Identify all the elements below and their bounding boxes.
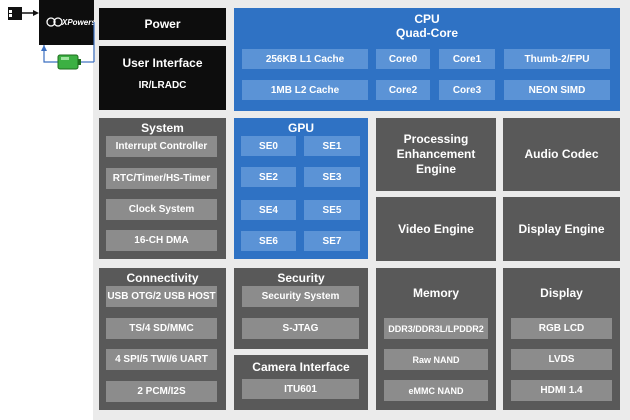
power-chip-graphic: XPowers [8, 0, 95, 70]
cpu-block: CPU Quad-Core 256KB L1 Cache Core0 Core1… [234, 8, 620, 111]
gpu-block: GPU SE0 SE1 SE2 SE3 SE4 SE5 SE6 SE7 [234, 118, 368, 259]
connectivity-block: Connectivity USB OTG/2 USB HOST TS/4 SD/… [99, 268, 226, 410]
gpu-title: GPU [287, 121, 314, 135]
user-interface-subtitle: IR/LRADC [138, 80, 187, 91]
cpu-core1: Core1 [439, 49, 495, 69]
plug-icon [8, 7, 39, 20]
cpu-subtitle: Quad-Core [395, 26, 458, 40]
display-title: Display [540, 286, 583, 300]
memory-item: DDR3/DDR3L/LPDDR2 [384, 318, 488, 339]
security-item: S-JTAG [242, 318, 359, 339]
gpu-se4: SE4 [241, 200, 296, 220]
xpowers-logo: XPowers [46, 17, 95, 27]
cpu-thumb2-fpu: Thumb-2/FPU [504, 49, 610, 69]
memory-item: Raw NAND [384, 349, 488, 370]
security-item: Security System [242, 286, 359, 307]
display-item: RGB LCD [511, 318, 612, 339]
display-engine-title: Display Engine [518, 221, 605, 236]
gpu-se5: SE5 [304, 200, 360, 220]
system-item: 16-CH DMA [106, 230, 217, 251]
user-interface-block: User Interface IR/LRADC [99, 46, 226, 110]
memory-block: Memory DDR3/DDR3L/LPDDR2 Raw NAND eMMC N… [376, 268, 496, 410]
camera-interface-title: Camera Interface [252, 360, 350, 374]
security-block: Security Security System S-JTAG [234, 268, 368, 349]
system-item: RTC/Timer/HS-Timer [106, 168, 217, 189]
audio-codec-block: Audio Codec [503, 118, 620, 191]
connectivity-item: USB OTG/2 USB HOST [106, 286, 217, 307]
connectivity-title: Connectivity [126, 271, 199, 285]
cpu-core2: Core2 [376, 80, 430, 100]
power-block: Power [99, 8, 226, 40]
display-item: LVDS [511, 349, 612, 370]
security-title: Security [277, 271, 325, 285]
display-item: HDMI 1.4 [511, 380, 612, 401]
connectivity-item: 4 SPI/5 TWI/6 UART [106, 349, 217, 370]
system-item: Clock System [106, 199, 217, 220]
memory-title: Memory [412, 286, 459, 300]
power-title: Power [144, 16, 181, 31]
processing-engine-block: Processing Enhancement Engine [376, 118, 496, 191]
cpu-l2-cache: 1MB L2 Cache [242, 80, 368, 100]
gpu-se2: SE2 [241, 167, 296, 187]
system-item: Interrupt Controller [106, 136, 217, 157]
system-block: System Interrupt Controller RTC/Timer/HS… [99, 118, 226, 259]
cpu-core0: Core0 [376, 49, 430, 69]
gpu-se0: SE0 [241, 136, 296, 156]
cpu-neon-simd: NEON SIMD [504, 80, 610, 100]
user-interface-title: User Interface [122, 56, 203, 70]
connectivity-item: TS/4 SD/MMC [106, 318, 217, 339]
gpu-se1: SE1 [304, 136, 360, 156]
display-engine-block: Display Engine [503, 197, 620, 261]
gpu-se3: SE3 [304, 167, 360, 187]
pmic-chip [39, 0, 94, 45]
cpu-l1-cache: 256KB L1 Cache [242, 49, 368, 69]
video-engine-block: Video Engine [376, 197, 496, 261]
camera-interface-block: Camera Interface ITU601 [234, 355, 368, 410]
memory-item: eMMC NAND [384, 380, 488, 401]
cpu-title: CPU [414, 12, 440, 26]
camera-item: ITU601 [242, 379, 359, 399]
cpu-core3: Core3 [439, 80, 495, 100]
processing-engine-title: Processing Enhancement Engine [396, 132, 476, 176]
battery-icon [57, 54, 81, 70]
audio-codec-title: Audio Codec [524, 147, 599, 161]
gpu-se6: SE6 [241, 231, 296, 251]
gpu-se7: SE7 [304, 231, 360, 251]
display-block: Display RGB LCD LVDS HDMI 1.4 [503, 268, 620, 410]
svg-text:XPowers: XPowers [61, 18, 95, 27]
connectivity-item: 2 PCM/I2S [106, 381, 217, 402]
video-engine-title: Video Engine [398, 221, 474, 236]
system-title: System [141, 121, 184, 135]
